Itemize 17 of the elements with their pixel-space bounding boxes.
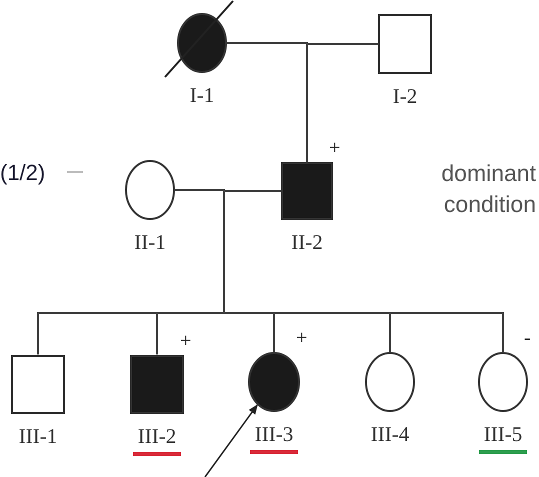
individual-label: I-1 xyxy=(188,85,216,109)
individual-label: I-2 xyxy=(392,86,418,110)
genotype-mark: + xyxy=(329,138,340,158)
individual-label: III-1 xyxy=(18,426,58,450)
individual-label: II-1 xyxy=(133,232,167,256)
descent-line xyxy=(306,43,378,162)
individual-label: II-2 xyxy=(290,232,324,256)
probability-label: (1/2) xyxy=(0,160,46,186)
genotype-mark: + xyxy=(180,330,192,350)
genotype-mark: - xyxy=(524,328,531,348)
individual-label: III-2 xyxy=(132,426,182,456)
individual-label: III-4 xyxy=(370,424,410,448)
condition-note: dominant condition xyxy=(440,159,536,220)
genotype-mark: + xyxy=(296,328,308,348)
proband-arrow xyxy=(204,404,258,477)
individual-label: III-3 xyxy=(250,424,298,454)
individual-label: III-5 xyxy=(478,424,528,454)
